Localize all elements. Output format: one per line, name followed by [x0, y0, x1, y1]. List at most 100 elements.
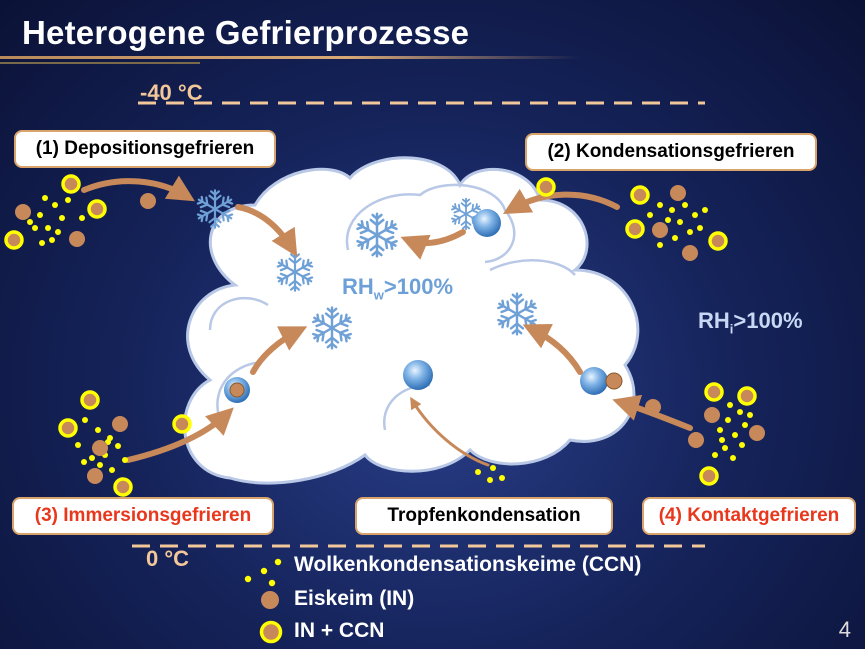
ccn-particle-icon [32, 225, 38, 231]
in-ccn-particle-icon [625, 219, 645, 239]
ccn-particle-icon [730, 455, 736, 461]
droplet-arrow [410, 396, 490, 467]
ccn-particle-icon [672, 235, 678, 241]
in-particle-icon [229, 382, 245, 398]
ccn-particle-icon [42, 195, 48, 201]
ccn-particle-icon [687, 229, 693, 235]
in-particle-icon [749, 425, 765, 441]
ccn-particle-icon [742, 422, 748, 428]
in-particle-icon [69, 231, 85, 247]
in-ccn-particle-icon [4, 230, 24, 250]
label-contact: (4) Kontaktgefrieren [642, 497, 856, 535]
ccn-particle-icon [647, 212, 653, 218]
rh-ice-sub: i [729, 321, 734, 337]
page-number: 4 [838, 617, 851, 642]
in-particle-icon [112, 416, 128, 432]
droplet-icon [403, 360, 433, 390]
ccn-particle-icon [665, 217, 671, 223]
ccn-particle-icon [727, 402, 733, 408]
legend-in-icon [261, 591, 279, 609]
ccn-particle-icon [97, 462, 103, 468]
ccn-particle-icon [737, 409, 743, 415]
particle-cluster-immersion [58, 390, 133, 497]
in-ccn-particle-icon [113, 477, 133, 497]
in-ccn-particle-icon [172, 414, 192, 434]
ccn-particle-icon [82, 417, 88, 423]
in-ccn-particle-icon [80, 390, 100, 410]
rh-water-label: RHw>100% [342, 274, 453, 302]
page-title: Heterogene Gefrierprozesse [22, 14, 470, 51]
ccn-particle-icon [75, 442, 81, 448]
in-particle-icon [645, 399, 661, 415]
ice-particle-icon [473, 209, 501, 237]
in-ccn-particle-icon [704, 382, 724, 402]
ccn-particle-icon [81, 459, 87, 465]
ccn-particle-icon [45, 225, 51, 231]
snowflake-icon [196, 190, 234, 227]
ccn-particle-icon [55, 229, 61, 235]
ccn-particle-icon [669, 207, 675, 213]
cloud [183, 156, 640, 485]
ccn-particle-icon [719, 437, 725, 443]
ccn-particle-icon [499, 475, 505, 481]
ccn-particle-icon [49, 237, 55, 243]
particle-cluster-deposition [4, 174, 107, 250]
rh-ice-label: RHi>100% [698, 308, 803, 336]
legend-in-ccn-icon [259, 620, 283, 644]
ccn-particle-icon [657, 242, 663, 248]
in-particle-icon [605, 372, 623, 390]
ice-particle-icon [580, 367, 608, 395]
ccn-particle-icon [65, 197, 71, 203]
temp-label-bottom: 0 °C [146, 546, 190, 571]
particle-cluster-condensation [625, 185, 728, 261]
in-particle-icon [682, 245, 698, 261]
ccn-particle-icon [717, 427, 723, 433]
in-ccn-particle-icon [536, 177, 556, 197]
legend-in-label: Eiskeim (IN) [294, 587, 415, 610]
ccn-particle-icon [702, 207, 708, 213]
ccn-particle-icon [725, 417, 731, 423]
rh-water-base: RH [342, 274, 374, 299]
ccn-particle-icon [59, 215, 65, 221]
in-ccn-particle-icon [630, 185, 650, 205]
in-particle-icon [688, 432, 704, 448]
in-particle-icon [140, 193, 156, 209]
ccn-particle-icon [657, 202, 663, 208]
rh-water-value: >100% [383, 274, 454, 299]
ccn-particle-icon [109, 467, 115, 473]
ccn-particle-icon [115, 443, 121, 449]
ccn-particle-icon [487, 477, 493, 483]
legend-ccn-label: Wolkenkondensationskeime (CCN) [294, 553, 642, 576]
ccn-particle-icon [89, 455, 95, 461]
ccn-particle-icon [79, 215, 85, 221]
rh-ice-base: RH [698, 308, 730, 333]
ccn-particle-icon [490, 465, 496, 471]
ccn-particle-icon [747, 412, 753, 418]
label-deposition: (1) Depositionsgefrieren [14, 130, 276, 168]
title-underline-secondary [0, 62, 200, 64]
title-underline [0, 56, 580, 59]
rh-water-sub: w [373, 287, 384, 303]
ccn-particle-icon [732, 432, 738, 438]
particle-cluster-contact [688, 382, 765, 486]
ccn-particle-icon [692, 212, 698, 218]
ccn-particle-icon [39, 240, 45, 246]
legend-ccn-icon [244, 558, 282, 587]
in-particle-icon [652, 222, 668, 238]
ccn-particle-icon [677, 219, 683, 225]
ccn-particle-icon [697, 225, 703, 231]
label-immersion: (3) Immersionsgefrieren [12, 497, 274, 535]
in-particle-icon [704, 407, 720, 423]
ccn-particle-icon [722, 445, 728, 451]
ccn-particle-icon [122, 457, 128, 463]
in-particle-icon [15, 204, 31, 220]
ccn-particle-icon [27, 219, 33, 225]
in-particle-icon [92, 440, 108, 456]
ccn-particle-icon [52, 202, 58, 208]
ccn-particle-icon [712, 452, 718, 458]
in-particle-icon [670, 185, 686, 201]
ccn-particle-icon [37, 212, 43, 218]
label-droplet-condensation: Tropfenkondensation [355, 497, 613, 535]
